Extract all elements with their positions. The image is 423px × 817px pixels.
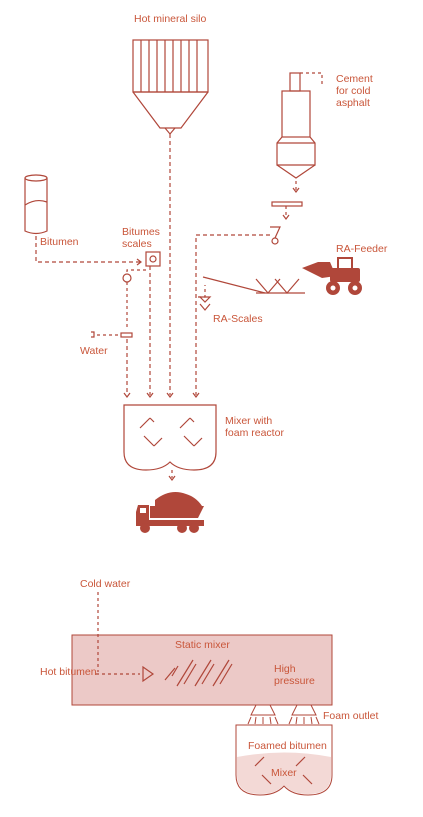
- cold-water-label: Cold water: [80, 578, 131, 590]
- mixer-icon: [123, 404, 217, 471]
- ra-hoppers: [255, 278, 300, 294]
- bitumen-label: Bitumen: [40, 236, 79, 248]
- pump-icon: [122, 273, 132, 283]
- water-label: Water: [80, 345, 108, 357]
- wheel-loader-icon: [302, 257, 362, 295]
- static-mixer-icon: [164, 659, 233, 687]
- cement-label: Cement for cold asphalt: [336, 73, 373, 109]
- arrow-icon: [123, 392, 200, 398]
- mixer-small-label: Mixer: [271, 767, 297, 779]
- ra-scale-icon: [199, 303, 211, 311]
- injector-icon: [142, 665, 155, 683]
- static-mixer-label: Static mixer: [175, 639, 230, 651]
- small-mixer-icon: [235, 724, 333, 796]
- nozzle-icon: [288, 704, 320, 725]
- foamed-bitumen-label: Foamed bitumen: [248, 740, 327, 752]
- bitumes-scales-label: Bitumes scales: [122, 226, 160, 250]
- ra-conveyor: [202, 276, 266, 294]
- dump-truck-icon: [136, 492, 204, 533]
- water-valve-icon: [120, 332, 133, 338]
- hot-mineral-silo-label: Hot mineral silo: [134, 13, 207, 25]
- scale-icon: [145, 251, 161, 267]
- cement-conveyor: [271, 201, 303, 207]
- mixer-label: Mixer with foam reactor: [225, 415, 284, 439]
- ra-feeder-label: RA-Feeder: [336, 243, 388, 255]
- ra-scales-label: RA-Scales: [213, 313, 263, 325]
- cement-inlet-line: [300, 72, 323, 84]
- bitumen-line: [35, 236, 140, 263]
- arrow-icon: [292, 187, 300, 193]
- foam-outlet-label: Foam outlet: [323, 710, 379, 722]
- high-pressure-label: High pressure: [274, 663, 315, 687]
- nozzle-icon: [247, 704, 279, 725]
- cement-silo-icon: [276, 72, 316, 179]
- silo-icon: [132, 39, 209, 135]
- hot-bitumen-label: Hot bitumen: [40, 666, 97, 678]
- arrow-icon: [282, 214, 290, 220]
- foam-pipe: [71, 634, 333, 706]
- bitumen-tank-icon: [24, 174, 48, 235]
- cement-feed-line: [195, 234, 270, 395]
- valve-icon: [270, 226, 281, 239]
